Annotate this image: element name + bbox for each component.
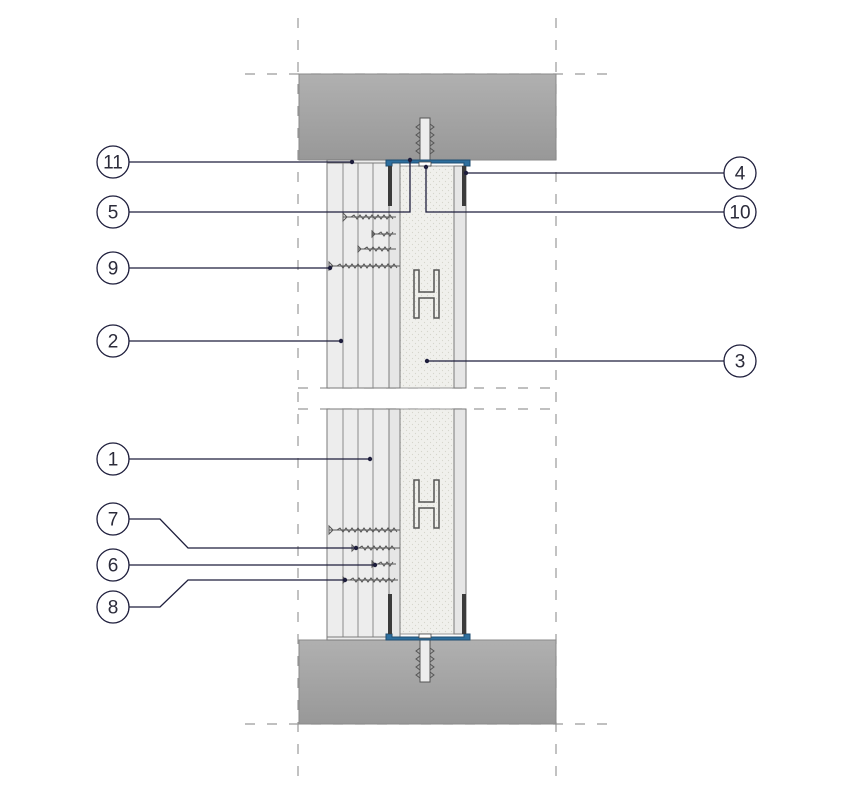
insulation-upper — [399, 165, 455, 389]
leader-8 — [129, 579, 345, 608]
stud-h-lower — [413, 479, 440, 529]
callout-bubbles — [96, 145, 757, 624]
callout-6-label: 6 — [108, 556, 119, 577]
screws-upper — [328, 211, 400, 272]
callout-3-circle — [723, 344, 757, 378]
callout-5-label: 5 — [108, 203, 119, 224]
callout-3-label: 3 — [735, 352, 746, 373]
callout-9-circle — [96, 251, 130, 285]
callout-labels: 11 5 9 2 1 7 6 8 4 10 3 — [103, 153, 750, 619]
upper-wall-portion — [326, 159, 471, 389]
stud-h-upper — [413, 269, 440, 319]
callout-4-circle — [723, 156, 757, 190]
callout-2-circle — [96, 324, 130, 358]
leader-lines — [129, 160, 724, 608]
callout-7-circle — [96, 502, 130, 536]
callout-10-circle — [723, 195, 757, 229]
callout-8-circle — [96, 590, 130, 624]
callout-2-label: 2 — [108, 332, 119, 353]
insulation-lower — [399, 408, 455, 635]
callout-1-circle — [96, 442, 130, 476]
leader-5 — [129, 160, 411, 213]
screws-lower — [328, 524, 400, 585]
callout-7-label: 7 — [108, 510, 119, 531]
callout-5-circle — [96, 195, 130, 229]
leader-7 — [129, 518, 356, 549]
callout-1-label: 1 — [108, 450, 119, 471]
lower-wall-portion — [326, 408, 471, 641]
callout-6-circle — [96, 548, 130, 582]
callout-11-label: 11 — [103, 153, 123, 174]
leader-dots — [327, 157, 469, 583]
leader-10 — [425, 167, 724, 213]
callout-8-label: 8 — [108, 598, 119, 619]
callout-9-label: 9 — [108, 259, 119, 280]
callout-4-label: 4 — [735, 164, 746, 185]
callout-10-label: 10 — [729, 203, 750, 224]
callout-11-circle — [96, 145, 130, 179]
